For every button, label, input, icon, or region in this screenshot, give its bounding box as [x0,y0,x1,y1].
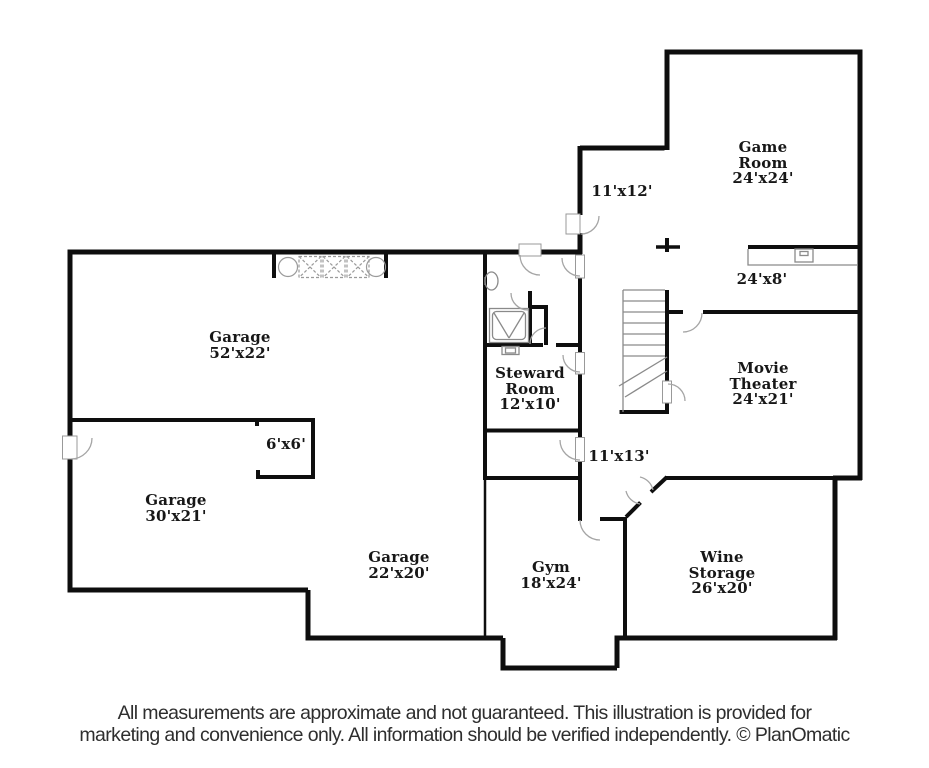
door-arc [519,254,541,276]
room-dims: 18'x24' [520,573,582,592]
room-name: Garage [145,491,207,509]
room-dims: 24'x8' [736,270,788,288]
bar-counter [747,248,857,266]
water-heater-icon [277,256,299,278]
room-dims: 22'x20' [368,563,430,582]
room-label-steward-room: Steward Room 12'x10' [495,364,565,413]
bar-sink-icon [794,248,814,263]
room-label-11x13: 11'x13' [584,447,654,465]
room-dims: 24'x24' [732,169,794,187]
door-icon [575,254,585,279]
door-arc [579,519,601,541]
room-label-wine-storage: Wine Storage 26'x20' [682,548,762,597]
room-name: Gym [532,558,570,576]
door-icon [575,437,585,462]
room-label-game-room: Game Room 24'x24' [723,138,803,187]
room-label-garage-30: Garage 30'x21' [141,491,211,525]
door-arc [667,383,686,402]
room-name: Steward Room [495,364,565,398]
door-arc [682,312,703,333]
room-dims: 11'x12' [591,182,653,200]
door-icon [662,380,672,404]
door-arcs [70,215,703,541]
toilet-icon [501,345,520,356]
room-name: Garage [368,548,430,566]
door-arc [562,354,581,373]
room-label-movie-theater: Movie Theater 24'x21' [718,359,808,408]
interior-walls [67,238,860,640]
room-label-6x6: 6'x6' [256,435,316,453]
room-dims: 26'x20' [691,579,753,597]
door-arc [561,257,581,277]
door-icon [62,435,78,460]
shower-icon [488,307,530,344]
room-name: Wine Storage [688,548,756,582]
room-name: Movie Theater [729,359,797,393]
room-label-garage-22: Garage 22'x20' [364,548,434,582]
door-arc [580,215,600,235]
room-dims: 30'x21' [145,506,207,525]
room-dims: 12'x10' [499,395,561,413]
disclaimer-line-2: marketing and convenience only. All info… [79,723,850,746]
room-name: Garage [209,328,271,346]
bathroom-fixtures [484,271,530,356]
room-label-11x12: 11'x12' [587,182,657,200]
room-dims: 24'x21' [732,390,794,408]
room-dims: 11'x13' [588,447,650,465]
door-leaves [62,213,672,462]
door-icon [575,352,585,375]
exterior-walls [67,49,863,671]
door-arc [625,490,641,505]
room-label-garage-52: Garage 52'x22' [205,328,275,362]
room-dims: 6'x6' [265,435,306,453]
disclaimer: All measurements are approximate and not… [0,702,929,746]
room-label-gym: Gym 18'x24' [516,558,586,592]
room-name: Game Room [738,138,788,172]
equipment-platform-icons [298,255,370,279]
stairs-icon [618,289,668,412]
room-dims: 52'x22' [209,343,271,362]
door-icon [565,213,581,235]
room-label-24x8: 24'x8' [727,270,797,288]
door-arc [529,327,547,345]
door-arc [510,292,529,311]
door-arc [70,437,93,460]
door-icon [518,243,542,257]
utility-equipment-icons [277,255,387,279]
disclaimer-line-1: All measurements are approximate and not… [117,702,812,724]
door-arc [559,439,581,461]
door-arc [639,476,654,491]
water-heater-icon [365,256,387,278]
